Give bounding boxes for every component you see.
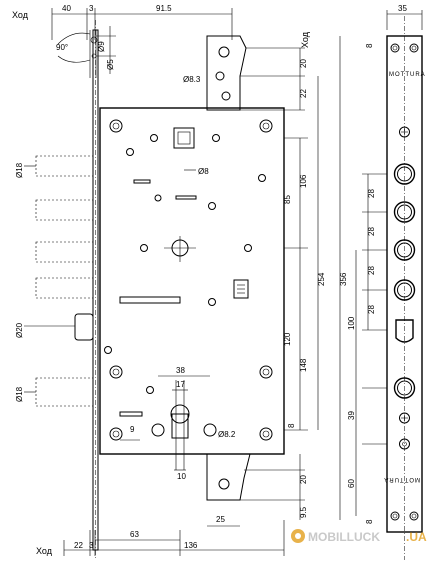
dim-60: 60 <box>347 479 356 488</box>
dim-dia9: Ø9 <box>97 41 106 52</box>
dim-dia18-b: Ø18 <box>15 386 24 402</box>
dim-136: 136 <box>184 541 198 550</box>
dim-106: 106 <box>299 174 308 188</box>
dim-20-bottom: 20 <box>299 475 308 484</box>
watermark: MOBILLUCK .UA <box>291 529 427 544</box>
dim-356: 356 <box>339 272 348 286</box>
brand-text-top: MOTTURA <box>389 72 426 78</box>
faceplate: 35 8 8 MOTTURA MOTTURA <box>347 4 426 560</box>
dim-39: 39 <box>347 411 356 420</box>
dim-254: 254 <box>317 272 326 286</box>
lock-case: Ø8 <box>99 107 285 470</box>
watermark-suffix: .UA <box>406 530 427 544</box>
label-hod-right: Ход <box>300 31 310 48</box>
dim-28-c: 28 <box>367 266 376 275</box>
bolts-left: Ø18 Ø20 Ø18 <box>15 155 94 407</box>
dim-120: 120 <box>283 332 292 346</box>
dim-38: 38 <box>176 366 185 375</box>
dim-17: 17 <box>176 380 185 389</box>
dim-85: 85 <box>283 195 292 204</box>
label-hod-top: Ход <box>12 10 29 20</box>
dim-25: 25 <box>216 515 225 524</box>
dim-dia20: Ø20 <box>15 322 24 338</box>
brand-text-bottom: MOTTURA <box>383 476 420 482</box>
dim-3-bottom: 3 <box>89 541 94 550</box>
dim-dia18-a: Ø18 <box>15 162 24 178</box>
dim-9-5: 9.5 <box>299 506 308 518</box>
label-hod-bottom: Ход <box>36 546 53 556</box>
dim-35: 35 <box>398 4 407 13</box>
bottom-hook: 20 9.5 25 <box>206 453 308 527</box>
dim-3-top: 3 <box>89 4 94 13</box>
dim-dia8-3: Ø8.3 <box>183 75 201 84</box>
dim-22-top: 22 <box>299 89 308 98</box>
body-dimensions: 106 85 120 148 254 356 38 17 9 Ø8.2 8 10 <box>130 36 348 520</box>
left-forend <box>92 20 99 560</box>
dim-8-face-bottom: 8 <box>365 519 374 524</box>
dim-28-b: 28 <box>367 227 376 236</box>
dim-148: 148 <box>299 358 308 372</box>
dim-8-face-top: 8 <box>365 43 374 48</box>
watermark-text: MOBILLUCK <box>308 530 380 544</box>
dim-22-bottom: 22 <box>74 541 83 550</box>
dim-100: 100 <box>347 316 356 330</box>
dim-8-body: 8 <box>287 423 296 428</box>
dim-dia8-body: Ø8 <box>198 167 209 176</box>
top-hook: Ø8.3 20 22 Ход <box>183 31 310 111</box>
dim-63: 63 <box>130 530 139 539</box>
top-dimension-group: 40 3 91.5 Ход <box>12 4 233 40</box>
dim-28-a: 28 <box>367 189 376 198</box>
dim-10: 10 <box>177 472 186 481</box>
dim-dia8-2: Ø8.2 <box>218 430 236 439</box>
dim-91-5: 91.5 <box>156 4 172 13</box>
latch-angle-detail: 90° Ø9 Ø5 <box>56 26 116 78</box>
dim-9: 9 <box>130 425 135 434</box>
bottom-dimension-group: 22 3 63 136 Ход <box>36 520 285 556</box>
dim-28-d: 28 <box>367 305 376 314</box>
dim-angle-90: 90° <box>56 43 68 52</box>
dim-dia5: Ø5 <box>106 59 115 70</box>
dim-40: 40 <box>62 4 71 13</box>
dim-20-top: 20 <box>299 59 308 68</box>
